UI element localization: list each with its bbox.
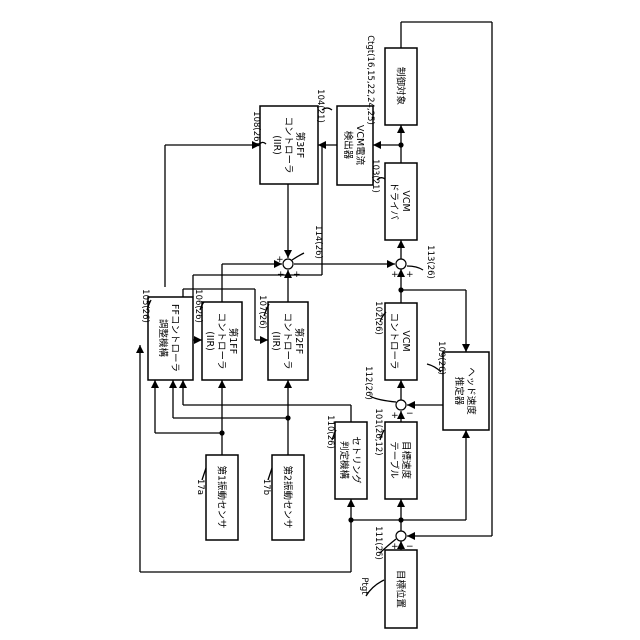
text-sensor-2: 第2振動センサ bbox=[282, 465, 294, 528]
sign-114-plus-a: + bbox=[276, 255, 284, 265]
label-ctgt: Ctgt(16,15,22,24,25) bbox=[365, 35, 375, 125]
label-113: 113(26) bbox=[425, 245, 435, 279]
text-ff-adjust-2: 調整機構 bbox=[157, 319, 169, 358]
text-vcm-controller-1: VCM bbox=[400, 330, 411, 351]
text-head-speed-1: ヘッド速度 bbox=[465, 367, 477, 415]
sign-113-plus-a: + bbox=[391, 270, 399, 280]
label-112: 112(26) bbox=[363, 366, 373, 400]
text-settling-2: 判定機構 bbox=[338, 441, 350, 480]
text-settling-1: セトリング bbox=[350, 436, 362, 484]
label-17b: 17b bbox=[261, 479, 271, 495]
label-101: 101(26,12) bbox=[373, 408, 383, 455]
junction-111 bbox=[396, 531, 406, 541]
sign-111-plus: + bbox=[391, 542, 399, 552]
sign-112-plus: + bbox=[391, 411, 399, 421]
label-111: 111(26) bbox=[373, 526, 383, 560]
label-114: 114(26) bbox=[313, 225, 323, 259]
junction-112 bbox=[396, 400, 406, 410]
text-vcm-driver-2: ドライバ bbox=[388, 182, 399, 220]
text-target-position: 目標位置 bbox=[395, 570, 407, 608]
sign-114-plus-b: + bbox=[277, 270, 285, 280]
text-ff3-3: (IIR) bbox=[271, 135, 282, 155]
label-ptgt: Ptgt bbox=[359, 577, 369, 595]
label-108: 108(26) bbox=[251, 111, 261, 145]
junction-113 bbox=[396, 259, 406, 269]
text-ff2-2: コントローラ bbox=[282, 312, 293, 369]
text-target-speed-2: テーブル bbox=[388, 441, 400, 479]
label-103: 103(21) bbox=[370, 159, 380, 193]
text-ff2-3: (IIR) bbox=[270, 331, 281, 351]
label-109: 109(26) bbox=[436, 341, 446, 375]
sign-111-minus: − bbox=[406, 542, 414, 552]
sign-113-plus-b: + bbox=[406, 270, 414, 280]
junction-114 bbox=[283, 259, 293, 269]
label-17a: 17a bbox=[195, 479, 205, 495]
text-ff1-1: 第1FF bbox=[227, 328, 239, 354]
text-ff2-1: 第2FF bbox=[293, 328, 305, 354]
text-ff1-2: コントローラ bbox=[216, 312, 227, 369]
text-sensor-1: 第1振動センサ bbox=[216, 465, 228, 528]
text-vcm-current-1: VCM電流 bbox=[354, 125, 366, 166]
sign-114-plus-c: + bbox=[293, 270, 301, 280]
text-vcm-driver-1: VCM bbox=[400, 190, 411, 211]
text-control-target: 制御対象 bbox=[395, 67, 407, 106]
sign-112-minus: − bbox=[406, 409, 414, 419]
label-104: 104(21) bbox=[315, 89, 325, 123]
label-110: 110(26) bbox=[325, 415, 335, 449]
text-ff3-1: 第3FF bbox=[294, 132, 306, 158]
text-ff-adjust-1: FFコントローラ bbox=[169, 304, 180, 372]
text-target-speed-1: 目標速度 bbox=[400, 441, 412, 480]
text-ff1-3: (IIR) bbox=[204, 331, 215, 351]
blocks bbox=[148, 48, 489, 628]
text-head-speed-2: 推定器 bbox=[453, 377, 465, 406]
text-vcm-controller-2: コントローラ bbox=[388, 312, 399, 369]
text-vcm-current-2: 検出器 bbox=[342, 131, 354, 160]
text-ff3-2: コントローラ bbox=[283, 116, 294, 173]
